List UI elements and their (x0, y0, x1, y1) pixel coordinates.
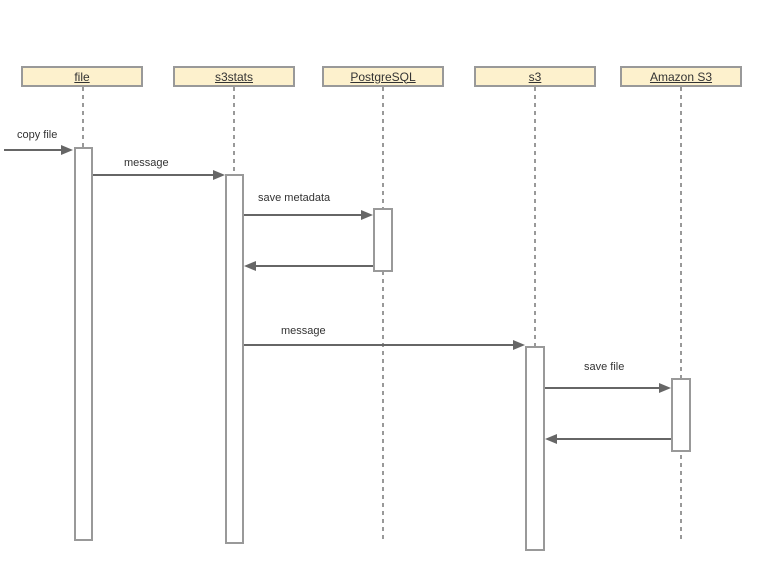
lifeline-label-amazon-s3: Amazon S3 (649, 69, 713, 84)
arrowhead-right-icon (61, 145, 73, 155)
activation-postgresql (373, 208, 393, 272)
arrowhead-right-icon (659, 383, 671, 393)
lifeline-file (82, 87, 84, 148)
message-label-save-metadata: save metadata (258, 192, 331, 204)
arrowhead-right-icon (513, 340, 525, 350)
activation-s3 (525, 346, 545, 551)
activation-s3stats (225, 174, 244, 544)
message-line-save-file (545, 387, 660, 389)
lifeline-label-s3stats: s3stats (214, 69, 253, 84)
lifeline-label-file: file (74, 69, 90, 84)
lifeline-header-s3stats: s3stats (173, 66, 295, 87)
message-line-return-1 (256, 265, 373, 267)
message-line-save-metadata (244, 214, 362, 216)
lifeline-label-postgresql: PostgreSQL (350, 69, 416, 84)
activation-amazon-s3 (671, 378, 691, 452)
message-line-return-2 (557, 438, 671, 440)
arrowhead-left-icon (244, 261, 256, 271)
message-line-message-1 (93, 174, 214, 176)
lifeline-label-s3: s3 (528, 69, 542, 84)
message-label-message-1: message (124, 157, 169, 169)
arrowhead-right-icon (213, 170, 225, 180)
message-line-message-2 (244, 344, 514, 346)
message-line-copy-file (4, 149, 62, 151)
message-label-message-2: message (281, 325, 326, 337)
lifeline-s3 (534, 87, 536, 346)
message-label-copy-file: copy file (17, 129, 58, 141)
message-label-save-file: save file (584, 361, 625, 373)
lifeline-header-amazon-s3: Amazon S3 (620, 66, 742, 87)
lifeline-header-file: file (21, 66, 143, 87)
arrowhead-right-icon (361, 210, 373, 220)
lifeline-header-s3: s3 (474, 66, 596, 87)
lifeline-postgresql (382, 87, 384, 543)
lifeline-amazon-s3 (680, 87, 682, 543)
lifeline-header-postgresql: PostgreSQL (322, 66, 444, 87)
activation-file (74, 147, 93, 541)
lifeline-s3stats (233, 87, 235, 174)
arrowhead-left-icon (545, 434, 557, 444)
